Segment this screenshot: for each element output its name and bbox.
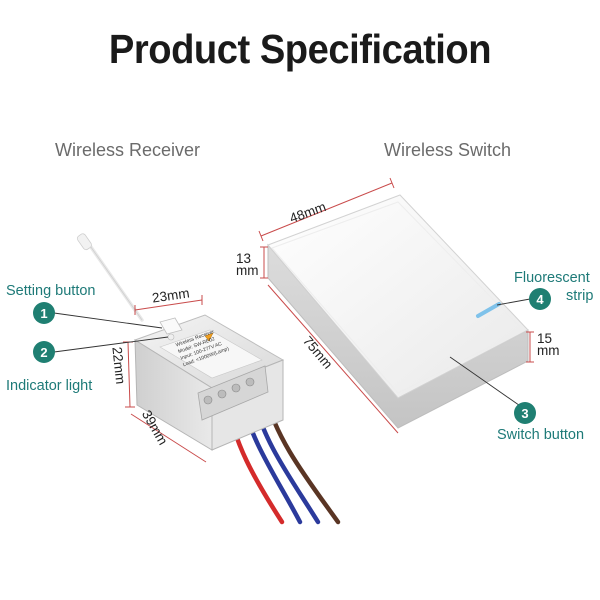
switch-dim-depth-side-unit: mm [537,343,560,358]
switch-callout-lines [449,298,531,411]
fluorescent-strip-shape [476,302,501,318]
switch-dim-depth-side-value: 15 [537,331,553,346]
callout-badge-2: 2 [33,341,55,363]
wireless-switch-device [267,194,529,429]
setting-button-shape [159,317,183,335]
callout-label-fluorescent-line1: Fluorescent [514,270,590,286]
page-title: Product Specification [108,26,492,72]
switch-dim-depth-top-value: 13 [236,251,252,266]
callout-label-indicator-light: Indicator light [6,378,93,394]
receiver-label-sticker [159,329,263,379]
antenna-tip [76,233,92,251]
callout-badge-1: 1 [33,302,55,324]
receiver-heading: Wireless Receiver [55,140,201,160]
callout-label-setting-button: Setting button [6,283,96,299]
callout-badge-3: 3 [514,402,536,424]
switch-dim-depth-side: 15 mm [537,331,560,358]
wireless-receiver-device [76,233,341,525]
callout-label-switch-button: Switch button [497,427,585,443]
switch-dim-depth-top: 13 mm [236,251,259,278]
switch-heading: Wireless Switch [384,140,512,160]
receiver-callout-lines [53,312,169,353]
switch-dim-depth-top-unit: mm [236,263,259,278]
switch-dimension-lines [258,177,534,434]
callout-label-fluorescent-line2: strip [566,288,594,304]
callout-badge-4: 4 [529,288,551,310]
switch-face [267,194,529,399]
warning-icon [204,332,214,342]
indicator-light-shape [167,333,175,341]
